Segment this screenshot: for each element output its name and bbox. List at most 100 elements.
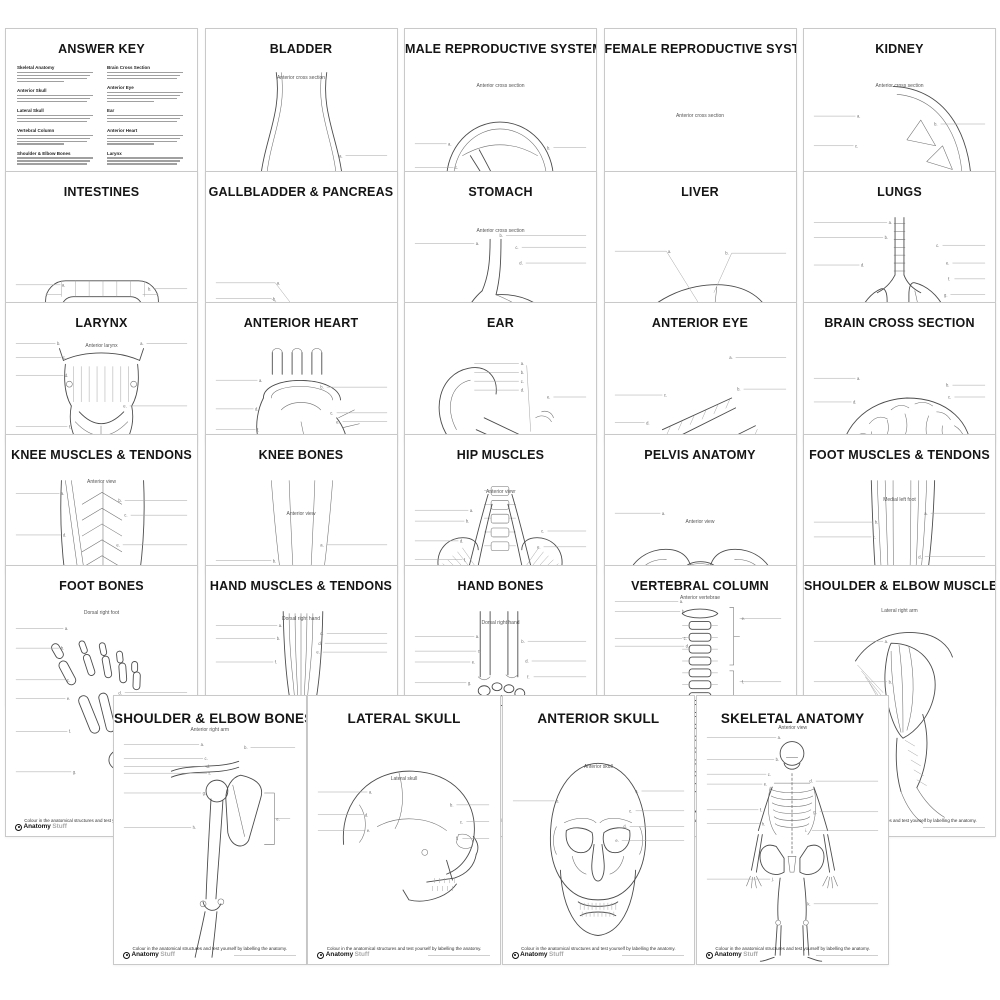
sheet-subtitle: Anterior view <box>87 478 116 485</box>
answer-key-text-line <box>17 140 87 142</box>
svg-text:c.: c. <box>478 649 481 654</box>
svg-text:c.: c. <box>124 512 127 517</box>
answer-key-heading: Brain Cross Section <box>107 65 151 70</box>
svg-text:e.: e. <box>336 419 339 424</box>
answer-key-heading: Anterior Skull <box>17 87 47 93</box>
sheet-title: HAND BONES <box>457 579 544 593</box>
lateral-skull-illustration: a.b.c.d.e.f. <box>318 770 490 902</box>
sheet-title: MALE REPRODUCTIVE SYSTEM <box>405 42 597 56</box>
svg-text:c.: c. <box>629 808 632 813</box>
answer-key-text-line <box>17 97 90 99</box>
sheet-title: SHOULDER & ELBOW BONES <box>114 711 307 726</box>
svg-text:a.: a. <box>201 742 204 747</box>
sheet-subtitle: Anterior view <box>778 725 808 731</box>
answer-key-heading: Shoulder & Elbow Bones <box>17 150 71 156</box>
brand-name-bold: Anatomy <box>325 951 354 959</box>
answer-key-section: Ear <box>107 108 186 122</box>
svg-text:a.: a. <box>448 141 451 146</box>
svg-text:g.: g. <box>203 791 206 796</box>
svg-text:b.: b. <box>681 609 684 614</box>
svg-text:d.: d. <box>63 532 66 537</box>
svg-text:b.: b. <box>272 558 275 563</box>
svg-text:b.: b. <box>521 639 524 644</box>
svg-text:f.: f. <box>69 424 71 429</box>
answer-key-section: Larynx <box>107 151 186 165</box>
svg-text:d.: d. <box>519 260 522 265</box>
sheet-title: ANTERIOR EYE <box>651 316 749 330</box>
sheet-title: LIVER <box>681 184 719 199</box>
sheet-title: PELVIS ANATOMY <box>644 447 756 462</box>
answer-key-text-line <box>17 120 87 122</box>
svg-text:a.: a. <box>320 542 323 547</box>
svg-text:g.: g. <box>468 680 471 685</box>
sheet-title: SKELETAL ANATOMY <box>720 711 865 726</box>
logo-figure-icon <box>511 952 519 959</box>
svg-text:f.: f. <box>948 276 950 281</box>
svg-text:c.: c. <box>521 379 524 384</box>
logo-figure-icon <box>317 952 325 959</box>
svg-text:c.: c. <box>63 355 66 360</box>
svg-text:a.: a. <box>857 114 860 119</box>
svg-text:e.: e. <box>615 838 618 843</box>
svg-text:a.: a. <box>258 378 261 383</box>
svg-text:b.: b. <box>934 122 937 127</box>
svg-text:c.: c. <box>205 756 208 761</box>
answer-key-text-line <box>107 134 183 136</box>
svg-text:a.: a. <box>857 376 860 381</box>
sheet-title: FEMALE REPRODUCTIVE SYSTEM <box>604 42 796 56</box>
svg-text:f.: f. <box>527 674 529 679</box>
svg-text:d.: d. <box>521 388 524 393</box>
svg-text:e.: e. <box>764 782 767 787</box>
svg-text:d.: d. <box>65 373 68 378</box>
brand-name-bold: Anatomy <box>520 951 548 959</box>
answer-key-heading: Lateral Skull <box>17 107 44 113</box>
sheet-title: LUNGS <box>877 184 922 199</box>
answer-key-text-line <box>107 143 155 145</box>
svg-text:b.: b. <box>148 286 151 291</box>
svg-text:f.: f. <box>464 557 466 562</box>
svg-text:d.: d. <box>853 400 856 405</box>
sheet-title: HAND MUSCLES & TENDONS <box>209 579 393 593</box>
svg-text:a.: a. <box>369 790 372 795</box>
brand-name-bold: Anatomy <box>23 823 51 831</box>
answer-key-text-line <box>107 114 183 116</box>
sheet-subtitle: Dorsal right foot <box>83 610 120 616</box>
footer-caption: Colour in the anatomical structures and … <box>132 946 288 951</box>
answer-key-heading: Vertebral Column <box>17 127 55 133</box>
sheet-title: KIDNEY <box>875 42 924 56</box>
answer-key-text-line <box>17 71 93 73</box>
sheet-subtitle: Lateral skull <box>390 776 418 782</box>
svg-text:d.: d. <box>525 659 528 664</box>
answer-key-text-line <box>17 163 87 165</box>
answer-key-section: Anterior Heart <box>107 128 186 145</box>
sheet-subtitle: Anterior right arm <box>190 727 230 733</box>
answer-key-text-line <box>17 114 93 116</box>
footer-caption: Colour in the anatomical structures and … <box>521 946 676 951</box>
svg-text:a.: a. <box>924 510 927 515</box>
svg-text:d.: d. <box>809 779 812 784</box>
svg-text:c.: c. <box>948 395 951 400</box>
sheet-subtitle: Anterior larynx <box>85 343 118 349</box>
logo-figure-icon <box>15 824 22 831</box>
brand-name-light: Stuff <box>743 951 758 959</box>
sheet-title: EAR <box>487 316 514 330</box>
svg-text:c.: c. <box>873 534 876 539</box>
sheet-title: FOOT BONES <box>59 579 144 593</box>
answer-key-text-line <box>17 157 93 159</box>
answer-key-section: Brain Cross Section <box>107 65 186 79</box>
brand-name-light: Stuff <box>160 951 175 959</box>
copyright-text-line <box>233 954 296 956</box>
copyright-text-line <box>923 826 985 828</box>
sheet-title: GALLBLADDER & PANCREAS <box>208 184 394 199</box>
svg-text:e.: e. <box>367 828 370 833</box>
sheet-subtitle: Anterior view <box>486 488 515 495</box>
brand-name-bold: Anatomy <box>714 951 742 959</box>
svg-text:b.: b. <box>276 636 279 641</box>
answer-key-section: Vertebral Column <box>17 128 96 145</box>
svg-text:e.: e. <box>547 395 550 400</box>
svg-text:f.: f. <box>456 836 458 841</box>
svg-text:a.: a. <box>140 341 143 346</box>
svg-text:a.: a. <box>339 153 342 158</box>
